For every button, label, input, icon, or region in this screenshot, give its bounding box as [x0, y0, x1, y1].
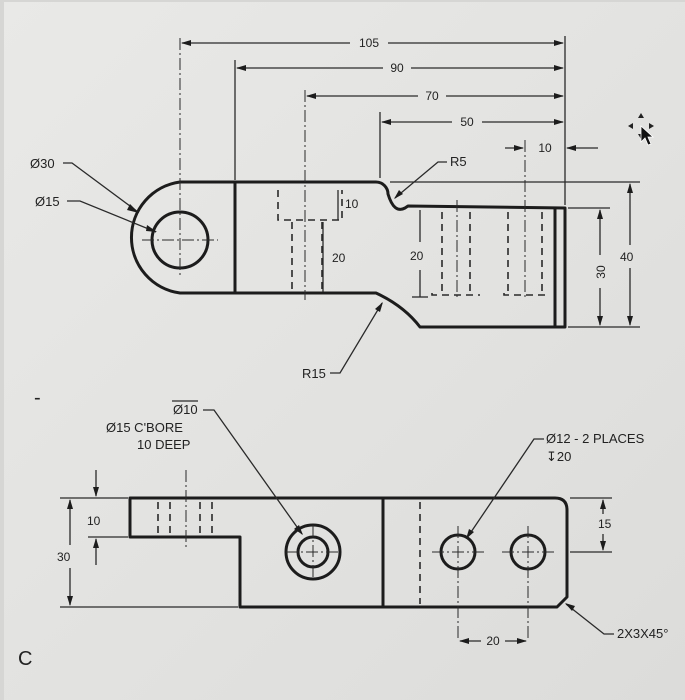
dim-105-label: 105 [359, 36, 379, 50]
note-dia15: Ø15 [35, 194, 60, 209]
top-view-outline [129, 180, 567, 329]
note-chamfer: 2X3X45° [565, 603, 668, 641]
dim-front-30-label: 30 [57, 550, 71, 564]
dim-10-slot-label: 10 [345, 197, 359, 211]
dim-40-label: 40 [620, 250, 634, 264]
top-hidden-8 [503, 293, 546, 296]
engineering-drawing: 105 90 70 50 [18, 36, 668, 670]
dim-90-label: 90 [390, 61, 404, 75]
dim-front-10-label: 10 [87, 514, 101, 528]
dim-10-right-label: 10 [538, 141, 552, 155]
dim-70-label: 70 [425, 89, 439, 103]
front-view-outline [128, 496, 569, 609]
note-holes: Ø12 - 2 PLACES ↧20 [466, 431, 645, 539]
dim-20-step: 20 [410, 210, 428, 298]
margin-label-c: C [18, 648, 32, 670]
dim-70: 70 [306, 89, 564, 103]
note-chamfer-label: 2X3X45° [617, 626, 668, 641]
note-cbore: Ø10 Ø15 C'BORE 10 DEEP [106, 400, 303, 535]
dim-50-label: 50 [460, 115, 474, 129]
margin-dash: - [34, 387, 41, 409]
leader-dia30: Ø30 [30, 156, 139, 213]
dim-30-top-label: 30 [594, 265, 608, 279]
note-r5: R5 [450, 154, 467, 169]
dim-20-mid-label: 20 [332, 251, 346, 265]
move-cursor-icon [628, 113, 655, 146]
note-holes-line1: Ø12 - 2 PLACES [546, 431, 645, 446]
dim-105: 105 [181, 36, 564, 50]
dim-front-20: 20 [459, 634, 527, 648]
dim-50: 50 [381, 115, 564, 129]
note-cbore-line2: Ø15 C'BORE [106, 420, 183, 435]
note-r15: R15 [302, 366, 326, 381]
dim-20-step-label: 20 [410, 249, 424, 263]
dim-10-slot: 10 [337, 190, 359, 220]
dim-front-20-label: 20 [486, 634, 500, 648]
dim-10-right: 10 [505, 141, 598, 155]
note-holes-line2: ↧20 [546, 449, 571, 464]
dim-front-15-label: 15 [598, 517, 612, 531]
note-dia30: Ø30 [30, 156, 55, 171]
dim-90: 90 [236, 61, 564, 75]
front-view: 10 30 15 20 Ø10 Ø1 [57, 400, 668, 648]
dim-30-top: 30 [594, 209, 608, 326]
note-cbore-line1: Ø10 [173, 402, 198, 417]
dim-front-30: 30 [57, 499, 73, 606]
leader-r5: R5 [394, 154, 467, 199]
note-cbore-line3: 10 DEEP [137, 437, 190, 452]
dim-front-10: 10 [87, 470, 101, 565]
dim-40: 40 [620, 183, 634, 326]
top-hidden-5 [431, 293, 480, 296]
leader-r15: R15 [302, 302, 383, 381]
dim-front-15: 15 [598, 499, 612, 551]
leader-dia15: Ø15 [35, 194, 157, 233]
top-cbore-hidden [277, 190, 343, 221]
drawing-sheet: 105 90 70 50 [4, 2, 685, 700]
dim-20-mid: 20 [322, 222, 346, 292]
top-view: 105 90 70 50 [30, 36, 640, 381]
